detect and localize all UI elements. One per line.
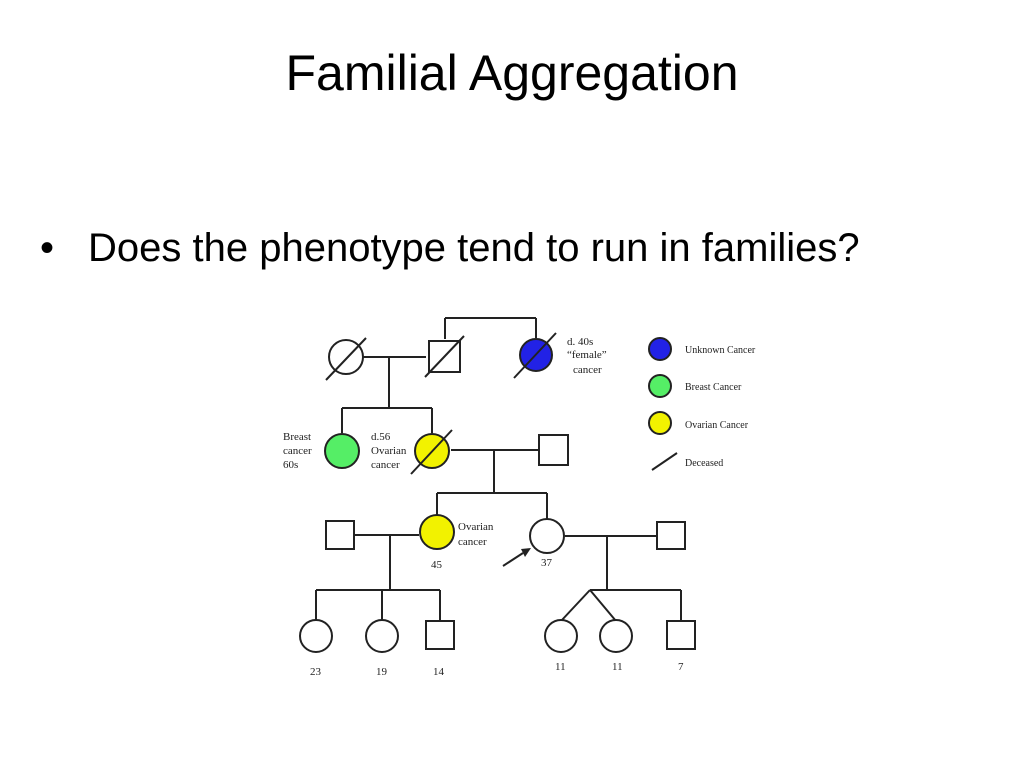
- deceased-slash: [410, 429, 453, 475]
- mother-label-line2: Ovarian: [371, 445, 407, 457]
- deceased-slash: [513, 332, 557, 379]
- mother-label-line1: d.56: [371, 431, 391, 443]
- grandma-label-line1: d. 40s: [567, 336, 593, 348]
- deceased-slash-icon: [651, 452, 678, 471]
- legend-label-ovarian: Ovarian Cancer: [685, 420, 749, 431]
- grandma-label-line3: cancer: [573, 364, 602, 376]
- bullet-icon: •: [40, 226, 55, 270]
- aunt-label-line3: 60s: [283, 459, 298, 471]
- great-grandmother-symbol: [328, 339, 364, 375]
- twin-line-2: [589, 589, 617, 622]
- age-twin1: 11: [555, 661, 566, 673]
- twin2-symbol: [599, 619, 633, 653]
- sister-label-line2: cancer: [458, 536, 487, 548]
- niece1-symbol: [299, 619, 333, 653]
- deceased-slash: [325, 337, 367, 381]
- sister-ovarian-cancer-symbol: [419, 514, 455, 550]
- deceased-slash: [424, 335, 465, 378]
- age-sister: 45: [431, 559, 443, 571]
- nephew-symbol: [425, 620, 455, 650]
- age-twin2: 11: [612, 661, 623, 673]
- aunt-label-line1: Breast: [283, 431, 311, 443]
- bullet-item: • Does the phenotype tend to run in famil…: [40, 218, 860, 278]
- twin-line-1: [560, 589, 591, 622]
- brother-in-law-symbol: [325, 520, 355, 550]
- mother-label-line3: cancer: [371, 459, 400, 471]
- age-nephew: 14: [433, 666, 445, 678]
- niece2-symbol: [365, 619, 399, 653]
- age-niece2: 19: [376, 666, 388, 678]
- ovarian-circle-icon: [648, 411, 672, 435]
- proband-symbol: [529, 518, 565, 554]
- unknown-circle-icon: [648, 337, 672, 361]
- son-symbol: [666, 620, 696, 650]
- husband-symbol: [656, 521, 686, 550]
- age-son: 7: [678, 661, 684, 673]
- sister-label-line1: Ovarian: [458, 521, 494, 533]
- twin1-symbol: [544, 619, 578, 653]
- legend-label-unknown: Unknown Cancer: [685, 345, 756, 356]
- slide-title: Familial Aggregation: [285, 45, 739, 101]
- age-proband: 37: [541, 557, 553, 569]
- grandma-label-line2: “female”: [567, 349, 607, 361]
- aunt-label-line2: cancer: [283, 445, 312, 457]
- legend-label-deceased: Deceased: [685, 458, 723, 469]
- legend-label-breast: Breast Cancer: [685, 382, 742, 393]
- father-symbol: [538, 434, 569, 466]
- age-niece1: 23: [310, 666, 322, 678]
- legend: Unknown Cancer Breast Cancer Ovarian Can…: [648, 337, 756, 471]
- aunt-breast-cancer-symbol: [324, 433, 360, 469]
- breast-circle-icon: [648, 374, 672, 398]
- pedigree-lines: [315, 317, 682, 622]
- bullet-text: Does the phenotype tend to run in famili…: [88, 226, 860, 270]
- proband-arrow-icon: [502, 548, 531, 567]
